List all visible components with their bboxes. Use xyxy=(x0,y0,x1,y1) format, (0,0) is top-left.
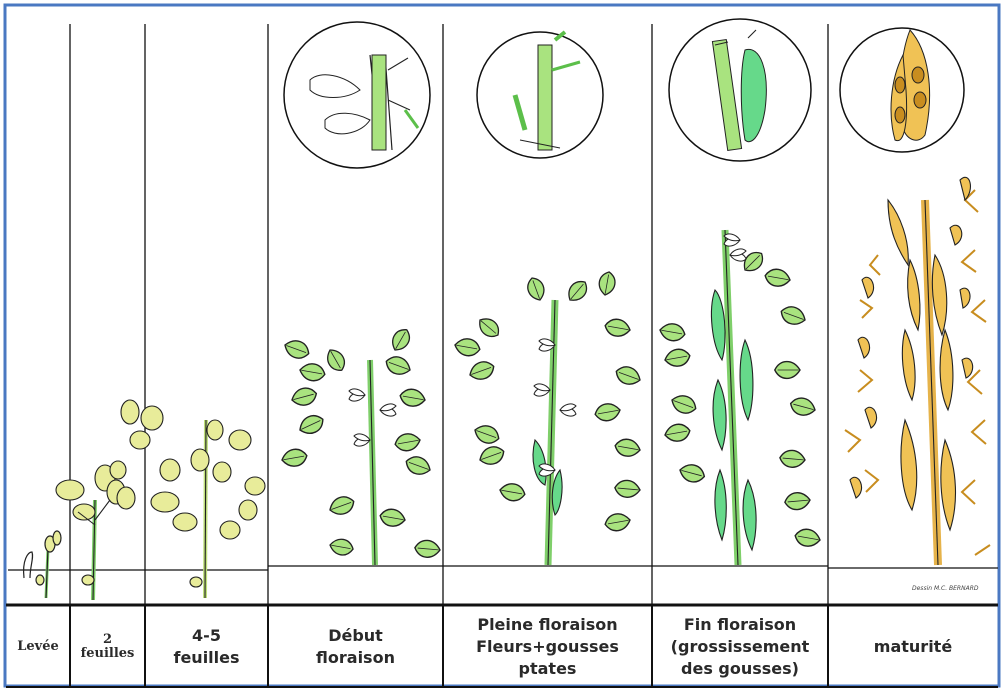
stage-label-line: Levée xyxy=(17,640,59,654)
stage-label-line: Fin floraison xyxy=(684,614,796,636)
illustrator-credit: Dessin M.C. BERNARD xyxy=(912,585,979,592)
stage-label-line: (grossissement xyxy=(671,636,810,658)
stage-label-line: 2 xyxy=(103,633,112,647)
plant-maturite xyxy=(845,177,990,565)
stage-label-line: Fleurs+gousses xyxy=(476,636,619,658)
zoom-circle-pleine xyxy=(477,32,603,158)
plant-2-feuilles xyxy=(56,461,135,600)
stage-label-line: feuilles xyxy=(81,647,135,661)
stage-label-line: Début xyxy=(328,625,383,647)
stage-label-line: maturité xyxy=(874,636,952,658)
stage-label-4-5-feuilles: 4-5 feuilles xyxy=(145,606,268,688)
plant-levee xyxy=(24,531,61,598)
stage-label-line: ptates xyxy=(519,658,577,680)
plant-debut-floraison xyxy=(281,326,441,565)
plant-4-5-feuilles xyxy=(121,400,265,598)
stage-label-line: 4-5 xyxy=(192,625,221,647)
plant-fin-floraison xyxy=(659,230,822,565)
stage-label-levee: Levée xyxy=(6,606,70,688)
zoom-circle-fin xyxy=(669,19,811,161)
stage-label-maturite: maturité xyxy=(828,606,998,688)
stage-label-fin-floraison: Fin floraison (grossissement des gousses… xyxy=(652,606,828,688)
zoom-circle-maturite xyxy=(840,28,964,152)
stage-label-debut-floraison: Début floraison xyxy=(268,606,443,688)
stage-label-line: floraison xyxy=(316,647,395,669)
stage-label-line: feuilles xyxy=(173,647,239,669)
zoom-circle-debut xyxy=(284,22,430,168)
plant-pleine-floraison xyxy=(454,271,643,565)
stage-label-line: Pleine floraison xyxy=(477,614,617,636)
stage-label-line: des gousses) xyxy=(681,658,799,680)
stage-label-2-feuilles: 2 feuilles xyxy=(70,606,145,688)
stage-label-pleine-floraison: Pleine floraison Fleurs+gousses ptates xyxy=(443,606,652,688)
